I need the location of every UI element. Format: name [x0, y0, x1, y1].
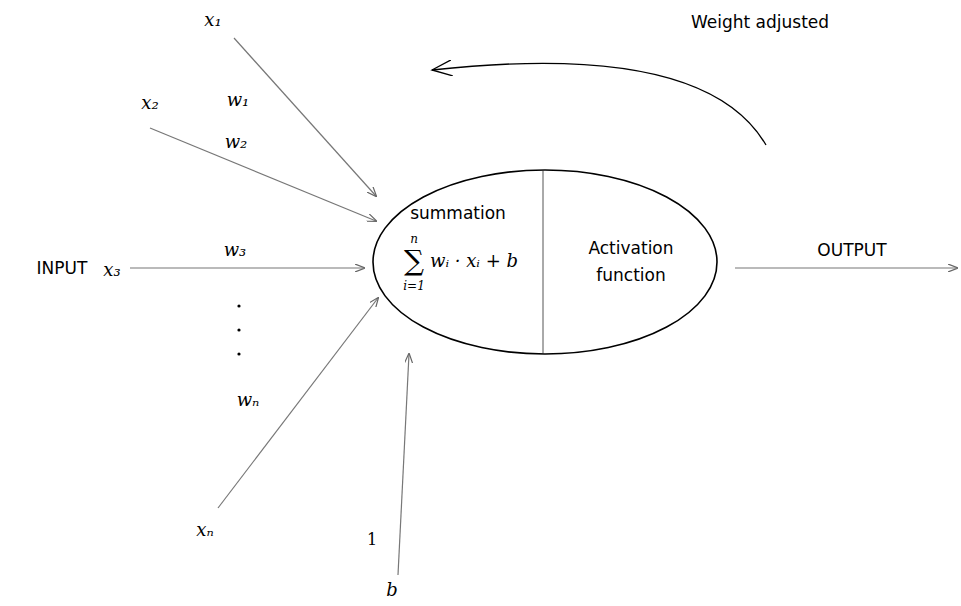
label-text: Weight adjusted	[691, 12, 829, 32]
ellipsis-dot	[237, 304, 240, 307]
bias-line	[398, 354, 409, 575]
label-text: OUTPUT	[817, 240, 886, 260]
sum-lower-limit: i=1	[403, 279, 425, 293]
perceptron-node: summation n∑i=1 wᵢ · xᵢ + b Activation func…	[372, 169, 718, 355]
label-text: xₙ	[196, 519, 213, 541]
label-text: w₃	[224, 239, 247, 261]
node-heading: summation	[410, 203, 506, 223]
input-line	[150, 128, 376, 221]
sum-upper-limit: n	[410, 232, 418, 246]
input-line	[218, 298, 378, 508]
ellipse-outline	[373, 170, 717, 354]
input-line	[234, 38, 376, 196]
label-text: b	[386, 579, 398, 601]
ellipsis-dot	[237, 328, 240, 331]
label-text: w₂	[225, 131, 248, 153]
feedback-arrow	[432, 63, 766, 145]
label-text: INPUT	[37, 258, 88, 278]
label-text: wₙ	[237, 389, 260, 411]
label-text: x₃	[103, 259, 120, 281]
label-text: x₂	[141, 92, 158, 114]
formula-term: wᵢ · xᵢ + b	[430, 250, 518, 272]
activation-label: Activation function	[561, 235, 701, 289]
output-line	[735, 267, 957, 268]
label-text: 1	[367, 530, 377, 549]
input-line	[130, 267, 364, 268]
label-text: w₁	[227, 89, 250, 111]
ellipsis-dot	[237, 352, 240, 355]
label-text: x₁	[204, 9, 221, 31]
divider-line	[543, 171, 544, 353]
sum-symbol: ∑	[404, 244, 424, 278]
